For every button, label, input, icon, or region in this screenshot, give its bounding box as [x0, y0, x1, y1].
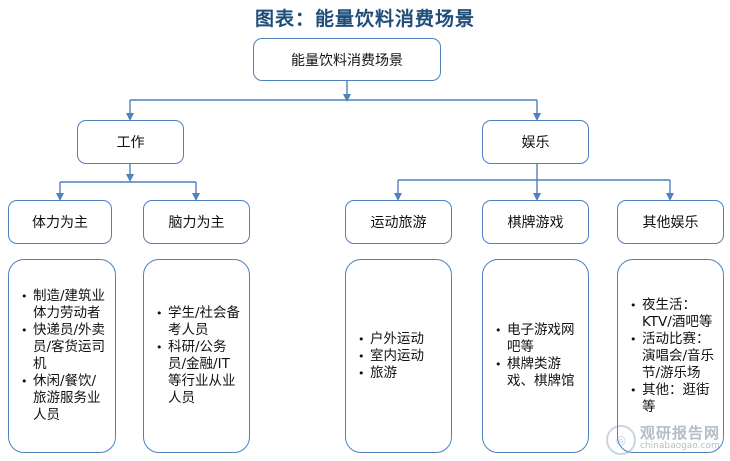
board-games-details: 电子游戏网吧等 棋牌类游戏、棋牌馆 — [482, 259, 589, 453]
list-item: 活动比赛：演唱会/音乐节/游乐场 — [630, 331, 715, 382]
mental-labor-node: 脑力为主 — [143, 200, 250, 244]
watermark-logo-icon: ◎ — [605, 425, 636, 455]
list-item: 其他：逛街等 — [630, 382, 715, 416]
list-item: 学生/社会备考人员 — [156, 305, 241, 339]
physical-labor-node: 体力为主 — [8, 200, 112, 244]
watermark-url: chinabaogao.com — [639, 441, 720, 451]
list-item: 休闲/餐饮/旅游服务业人员 — [21, 373, 107, 424]
sports-travel-node: 运动旅游 — [345, 200, 452, 244]
list-item: 科研/公务员/金融/IT等行业从业人员 — [156, 339, 241, 407]
other-entertainment-details: 夜生活：KTV/酒吧等 活动比赛：演唱会/音乐节/游乐场 其他：逛街等 — [617, 259, 724, 453]
watermark: ◎ 观研报告网 chinabaogao.com — [605, 424, 720, 455]
other-entertainment-node: 其他娱乐 — [617, 200, 724, 244]
watermark-name: 观研报告网 — [639, 424, 720, 442]
list-item: 快递员/外卖员/客货运司机 — [21, 322, 107, 373]
list-item: 室内运动 — [358, 348, 424, 365]
work-node: 工作 — [77, 120, 184, 164]
sports-travel-details: 户外运动 室内运动 旅游 — [345, 259, 452, 453]
list-item: 旅游 — [358, 365, 424, 382]
entertainment-node: 娱乐 — [482, 120, 589, 164]
root-node: 能量饮料消费场景 — [253, 38, 441, 81]
list-item: 夜生活：KTV/酒吧等 — [630, 297, 715, 331]
physical-labor-details: 制造/建筑业体力劳动者 快递员/外卖员/客货运司机 休闲/餐饮/旅游服务业人员 — [8, 259, 116, 453]
list-item: 制造/建筑业体力劳动者 — [21, 288, 107, 322]
list-item: 户外运动 — [358, 331, 424, 348]
board-games-node: 棋牌游戏 — [482, 200, 589, 244]
diagram-title: 图表：能量饮料消费场景 — [254, 8, 475, 30]
list-item: 电子游戏网吧等 — [495, 322, 580, 356]
mental-labor-details: 学生/社会备考人员 科研/公务员/金融/IT等行业从业人员 — [143, 259, 250, 453]
list-item: 棋牌类游戏、棋牌馆 — [495, 356, 580, 390]
